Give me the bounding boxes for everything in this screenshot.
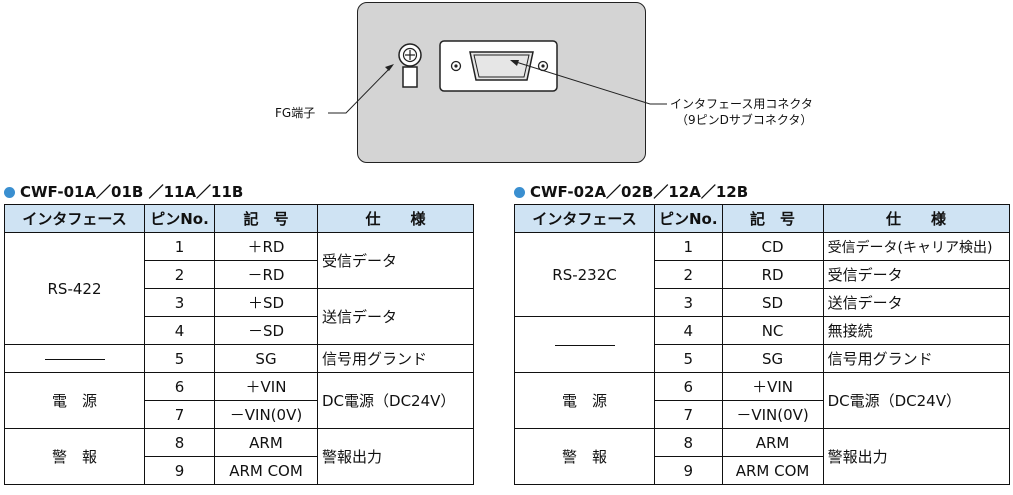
- header-symbol: 記 号: [214, 204, 318, 233]
- header-interface: インタフェース: [514, 204, 655, 233]
- table-header-row: インタフェース ピンNo. 記 号 仕 様: [4, 204, 474, 233]
- header-pin: ピンNo.: [654, 204, 723, 233]
- left-table-section: CWF-01A／01B ／11A／11B インタフェース ピンNo. 記 号 仕…: [4, 180, 474, 485]
- table-row: 警 報 8 ARM 警報出力: [4, 428, 474, 485]
- table-row: 警 報 8 ARM 警報出力: [514, 428, 1010, 485]
- table-row: 5 SG 信号用グランド: [515, 344, 1010, 373]
- panel-diagram: FG端子 インタフェース用コネクタ （9ピンDサブコネクタ）: [0, 0, 1013, 170]
- panel-drawing: [328, 40, 667, 114]
- table-row: RS-232C 1 CD 受信データ(キャリア検出): [514, 232, 1010, 317]
- group-rs232c: RS-232C: [514, 232, 655, 317]
- header-spec: 仕 様: [317, 204, 474, 233]
- table-row: 電 源 6 ＋VIN DC電源（DC24V）: [4, 372, 474, 429]
- header-symbol: 記 号: [721, 204, 824, 233]
- right-table-title: CWF-02A／02B／12A／12B: [514, 180, 1010, 204]
- spec-recv: 受信データ: [317, 232, 474, 289]
- group-alarm: 警 報: [514, 428, 655, 485]
- table-row: 電 源 6 ＋VIN DC電源（DC24V）: [514, 372, 1010, 429]
- dash-line: [44, 358, 105, 360]
- spec-send: 送信データ: [317, 288, 474, 345]
- fg-leader-line: [328, 65, 393, 114]
- spec-sg: 信号用グランド: [317, 344, 474, 373]
- fg-terminal-label: FG端子: [275, 106, 316, 120]
- bullet-dot-icon: [4, 187, 15, 198]
- group-none: [514, 316, 655, 373]
- right-pin-table: インタフェース ピンNo. 記 号 仕 様 RS-232C 1 CD 受信データ…: [514, 204, 1010, 485]
- spec-alarm: 警報出力: [822, 428, 1010, 485]
- spec-power: DC電源（DC24V）: [317, 372, 474, 429]
- dsub-connector-icon: [439, 40, 558, 92]
- right-table-section: CWF-02A／02B／12A／12B インタフェース ピンNo. 記 号 仕 …: [514, 180, 1010, 485]
- header-interface: インタフェース: [4, 204, 145, 233]
- group-power: 電 源: [4, 372, 145, 429]
- table-row: 9 ARM COM: [515, 456, 1010, 485]
- dash-line: [554, 344, 615, 346]
- group-alarm: 警 報: [4, 428, 145, 485]
- table-row: 4 NC 無接続: [514, 316, 1010, 373]
- group-power: 電 源: [514, 372, 655, 429]
- table-row: 7 －VIN(0V): [5, 400, 474, 429]
- header-pin: ピンNo.: [144, 204, 215, 233]
- connector-label: インタフェース用コネクタ: [670, 97, 813, 111]
- table-row: 3 SD 送信データ: [515, 288, 1010, 317]
- table-row: 5 SG 信号用グランド: [4, 344, 474, 373]
- header-spec: 仕 様: [822, 204, 1010, 233]
- table-row: 9 ARM COM: [5, 456, 474, 485]
- bullet-dot-icon: [514, 187, 525, 198]
- table-row: 2 －RD: [5, 260, 474, 289]
- table-header-row: インタフェース ピンNo. 記 号 仕 様: [514, 204, 1010, 233]
- group-none: [4, 344, 145, 373]
- connector-label-sub: （9ピンDサブコネクタ）: [676, 113, 813, 127]
- left-table-title: CWF-01A／01B ／11A／11B: [4, 180, 474, 204]
- table-row: RS-422 1 ＋RD 受信データ: [4, 232, 474, 345]
- connector-leader-line: [515, 61, 667, 105]
- left-pin-table: インタフェース ピンNo. 記 号 仕 様 RS-422 1 ＋RD 受信データ…: [4, 204, 474, 485]
- spec-alarm: 警報出力: [317, 428, 474, 485]
- spec-power: DC電源（DC24V）: [822, 372, 1010, 429]
- fg-terminal-icon: [398, 43, 422, 88]
- table-row: 7 －VIN(0V): [515, 400, 1010, 429]
- group-rs422: RS-422: [4, 232, 145, 345]
